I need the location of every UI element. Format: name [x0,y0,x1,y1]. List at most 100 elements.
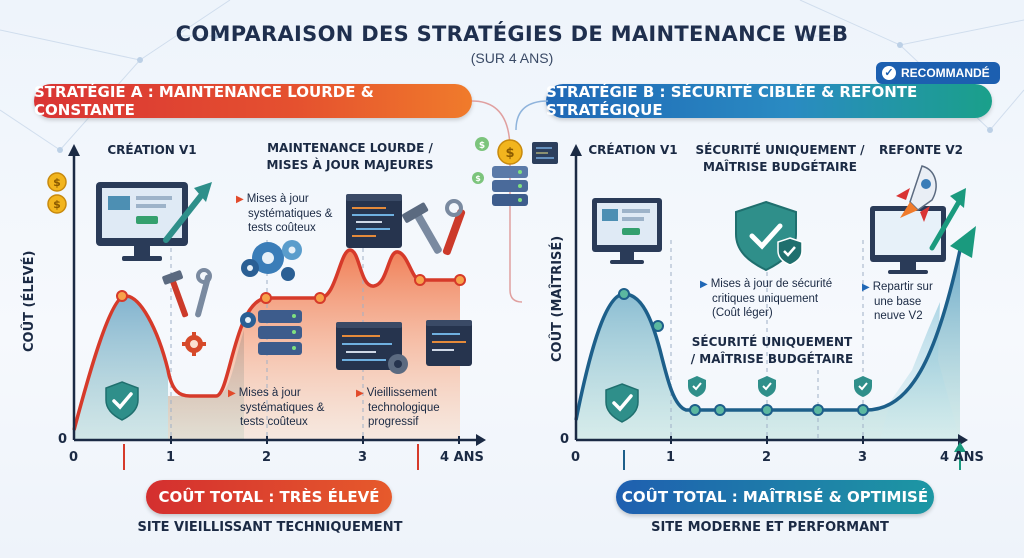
strategy-a-total-cost: COÛT TOTAL : TRÈS ÉLEVÉ [146,480,392,514]
note-line: tests coûteux [248,222,316,234]
svg-text:$: $ [479,141,485,151]
code-window-icon [336,322,408,374]
gear-icon [182,332,206,356]
note-line: systématiques & [248,208,333,220]
note-line: critiques uniquement [712,293,819,305]
chart-a-y-label: COÛT (ÉLEVÉ) [22,250,37,352]
monitor-icon [870,206,946,274]
chart-a-point [116,290,128,302]
chart-a-total-connector [417,444,419,470]
chart-b-label-secu-top-line2: MAÎTRISE BUDGÉTAIRE [703,160,857,174]
strategy-b-banner: STRATÉGIE B : SÉCURITÉ CIBLÉE & REFONTE … [546,83,992,119]
chart-a-y-zero: 0 [58,432,68,447]
strategy-a-banner: STRATÉGIE A : MAINTENANCE LOURDE & CONST… [34,83,472,119]
strategy-a-footer: SITE VIEILLISSANT TECHNIQUEMENT [137,520,403,535]
chart-b-x-tick: 4 ANS [940,450,984,465]
server-icon [240,310,302,355]
page-subtitle: (SUR 4 ANS) [470,50,554,66]
chart-a-point [454,274,466,286]
recommended-label: RECOMMANDÉ [901,66,990,80]
note-line: neuve V2 [874,310,923,322]
chart-b-x-tick: 3 [858,450,868,465]
server-icon: $ $ $ [472,137,558,206]
tools-icon [162,268,212,318]
tools-icon [402,199,466,256]
note-line: Repartir sur [872,281,933,293]
code-window-icon [426,320,472,366]
note-line: (Coût léger) [712,307,773,319]
chart-b-label-secu-mid-line2: / MAÎTRISE BUDGÉTAIRE [690,352,854,366]
checkmark-icon: ✓ [882,66,896,80]
rocket-icon [896,165,937,222]
chart-a-label-heavy: MAINTENANCE LOURDE / MISES À JOUR MAJEUR… [250,140,450,174]
chart-a-point [414,274,426,286]
chart-b-point [812,404,824,416]
chart-b-label-creation: CRÉATION V1 [588,143,678,157]
shield-check-icon [105,381,139,421]
note-line: tests coûteux [240,416,308,428]
shield-check-icon [735,200,803,272]
chart-b [570,144,976,470]
note-line: systématiques & [240,402,325,414]
chart-b-x-tick: 1 [666,450,676,465]
chart-b-point [714,404,726,416]
chart-b-y-label: COÛT (MAÎTRISÉ) [550,235,565,362]
svg-text:$: $ [505,146,514,161]
svg-text:$: $ [53,176,61,189]
chart-b-x-tick: 0 [571,450,581,465]
chart-b-total-connector [623,450,625,470]
chart-b-point [857,404,869,416]
chart-a-point [314,292,326,304]
chart-b-label-secu-top-line1: SÉCURITÉ UNIQUEMENT / [695,143,865,157]
chart-b-label-secu-top: SÉCURITÉ UNIQUEMENT / MAÎTRISE BUDGÉTAIR… [690,142,870,176]
chart-b-point [689,404,701,416]
chart-a-label-heavy-line2: MISES À JOUR MAJEURES [266,158,434,172]
chart-a-note-aging: ▶Vieillissement technologique progressif [356,386,456,429]
chart-b-x-tick: 2 [762,450,772,465]
chart-a-note-updates-bottom: ▶Mises à jour systématiques & tests coût… [228,386,338,429]
chart-a-label-heavy-line1: MAINTENANCE LOURDE / [267,141,433,155]
chart-b-label-secu-mid: SÉCURITÉ UNIQUEMENT / MAÎTRISE BUDGÉTAIR… [680,334,864,368]
chart-a-x-tick: 4 ANS [440,450,484,465]
note-line: progressif [368,416,419,428]
chart-b-y-zero: 0 [560,432,570,447]
chart-b-point [761,404,773,416]
recommended-badge: ✓ RECOMMANDÉ [876,62,1000,84]
chart-a-point [260,292,272,304]
chart-b-label-refonte: REFONTE V2 [878,143,964,157]
page-title: COMPARAISON DES STRATÉGIES DE MAINTENANC… [175,22,849,46]
chart-a-x-tick: 2 [262,450,272,465]
svg-text:$: $ [53,198,61,211]
note-line: une base [874,296,922,308]
chart-a-x-tick: 3 [358,450,368,465]
chart-b-cost-line [574,249,962,421]
chart-a-label-creation: CRÉATION V1 [107,143,197,157]
chart-b-label-secu-mid-line1: SÉCURITÉ UNIQUEMENT [691,335,853,349]
chart-b-point [652,320,664,332]
shield-check-icon [688,376,872,397]
chart-b-total-connector [959,446,961,470]
chart-b-point [618,288,630,300]
note-line: Mises à jour de sécurité [710,278,833,290]
note-line: technologique [368,402,440,414]
note-line: Mises à jour [238,387,301,399]
chart-b-note-security: ▶Mises à jour de sécurité critiques uniq… [700,277,850,320]
strategy-b-footer: SITE MODERNE ET PERFORMANT [651,520,889,535]
monitor-icon [592,198,662,264]
chart-b-arrow-head [950,226,976,258]
chart-a-x-tick: 1 [166,450,176,465]
chart-a-area-maintenance [168,250,460,440]
monitor-icon [96,182,188,261]
growth-arrow-icon [163,182,212,243]
growth-arrow-icon [929,188,966,251]
svg-text:$: $ [475,174,481,183]
chart-a-note-updates-top: ▶Mises à jour systématiques & tests coût… [236,192,346,235]
gear-icon [241,240,302,281]
chart-a-total-connector [123,444,125,470]
strategy-b-total-cost: COÛT TOTAL : MAÎTRISÉ & OPTIMISÉ [616,480,934,514]
note-line: Vieillissement [366,387,437,399]
chart-b-note-refonte: ▶Repartir sur une base neuve V2 [862,280,962,323]
shield-check-icon [605,383,639,423]
chart-a-x-tick: 0 [69,450,79,465]
